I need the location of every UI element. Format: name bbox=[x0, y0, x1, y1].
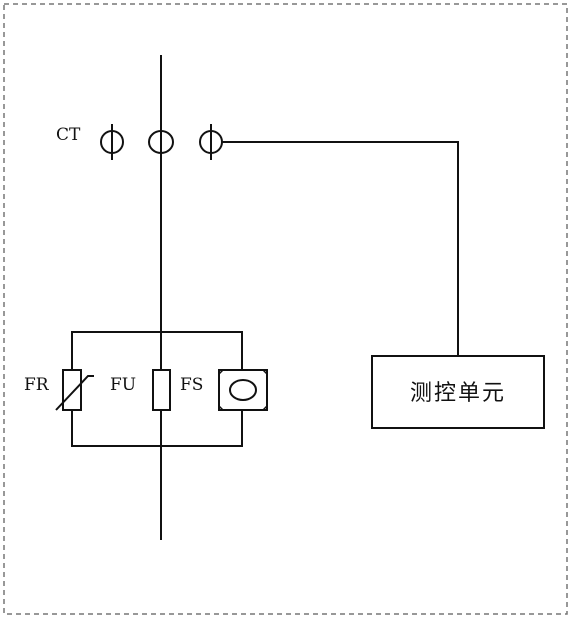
fs-label: FS bbox=[180, 375, 203, 395]
ct-label: CT bbox=[56, 125, 81, 145]
ct-coil-center bbox=[148, 130, 174, 154]
fuse-fu bbox=[152, 369, 171, 411]
control-unit-label: 测控单元 bbox=[410, 381, 506, 406]
protection-bracket bbox=[71, 331, 243, 447]
varistor-fr bbox=[55, 369, 94, 411]
spark-gap-body bbox=[218, 369, 268, 411]
spark-gap-notch bbox=[218, 369, 268, 411]
spark-gap-ring bbox=[229, 379, 257, 401]
dashed-boundary bbox=[3, 3, 568, 615]
varistor-body bbox=[62, 369, 82, 411]
control-unit-box bbox=[371, 355, 545, 429]
fu-label: FU bbox=[110, 375, 136, 395]
ct-signal-wire bbox=[222, 141, 459, 356]
fr-label: FR bbox=[24, 375, 50, 395]
varistor-slash bbox=[55, 375, 94, 411]
spark-gap-fs bbox=[218, 369, 268, 411]
